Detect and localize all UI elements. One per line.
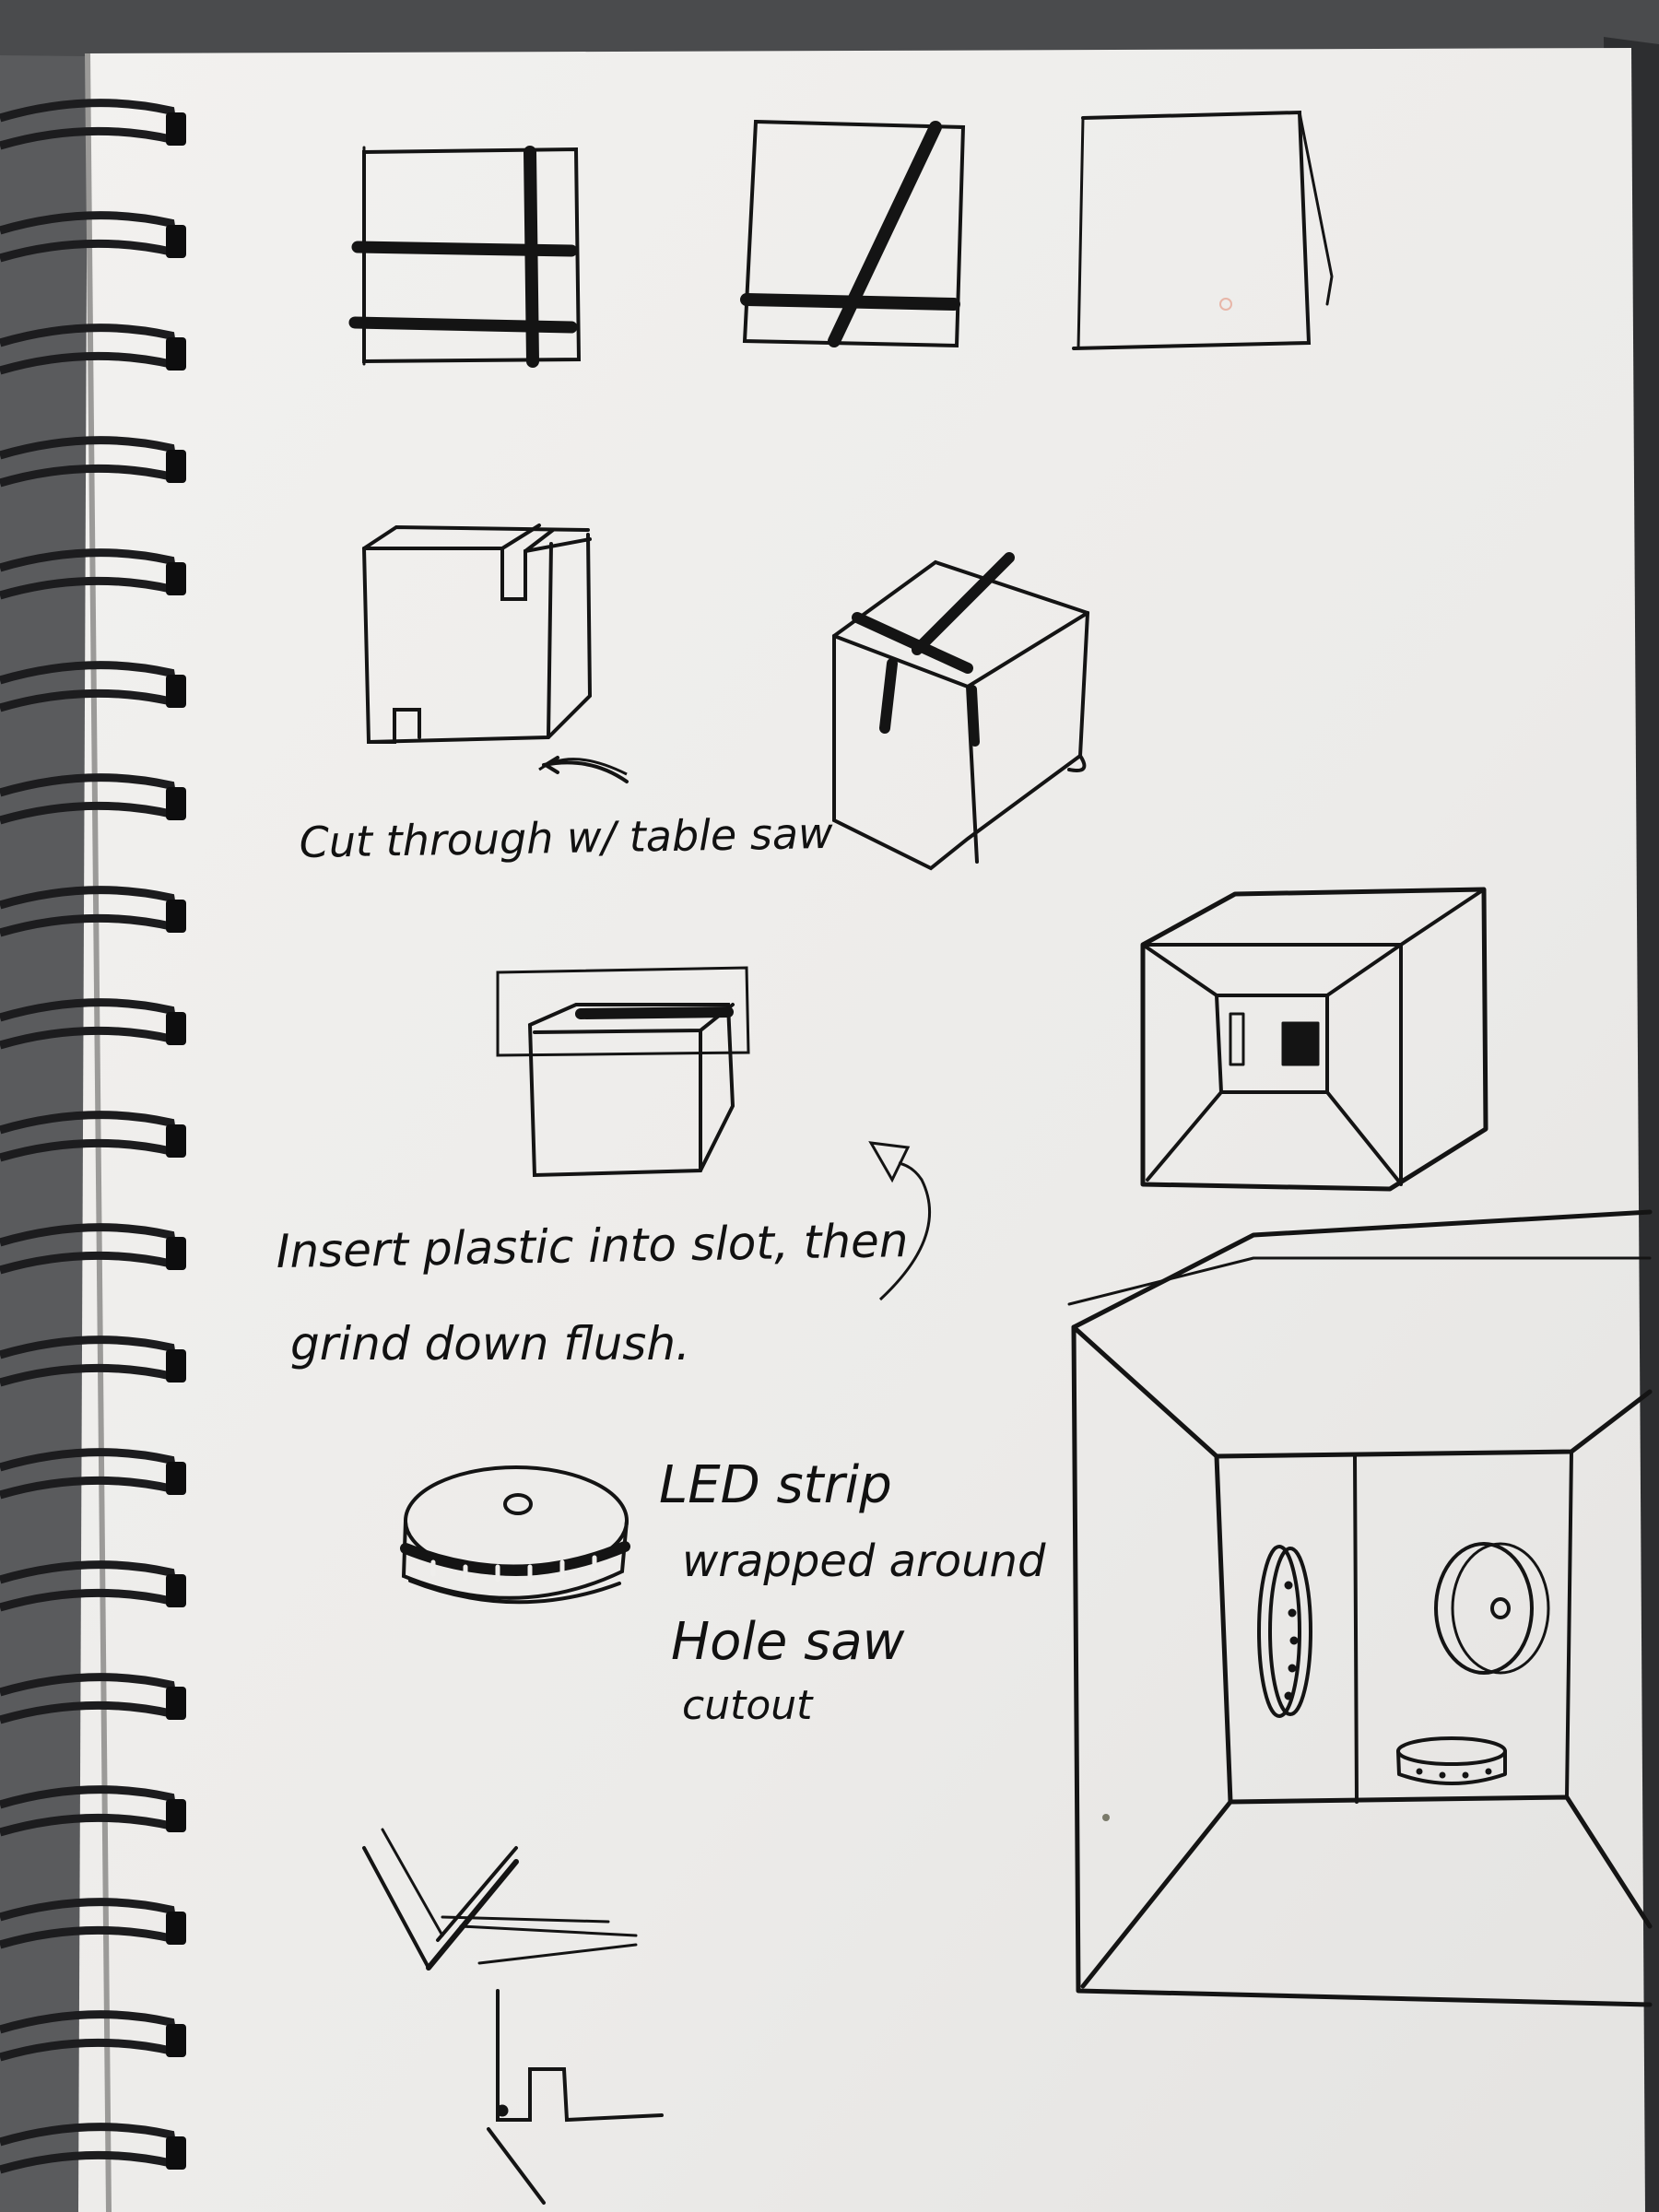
note-led-line4: cutout xyxy=(682,1682,814,1729)
spiral-hole xyxy=(166,787,186,820)
spiral-hole xyxy=(166,337,186,371)
spiral-hole xyxy=(166,450,186,483)
page-fold-line xyxy=(85,53,112,2212)
spiral-hole xyxy=(166,1912,186,1945)
note-cut-through: Cut through w/ table saw xyxy=(299,808,833,867)
note-insert-line1: Insert plastic into slot, then xyxy=(276,1214,909,1278)
note-led-line1: LED strip xyxy=(659,1455,892,1515)
perspective-room-large xyxy=(1067,1209,1653,2007)
spiral-hole xyxy=(166,900,186,933)
note-arrow-insert xyxy=(878,1161,932,1301)
taped-cube-sketch xyxy=(832,552,1090,871)
spiral-hole xyxy=(166,2024,186,2057)
spiral-hole xyxy=(166,1349,186,1382)
spiral-hole xyxy=(166,562,186,595)
spiral-hole xyxy=(166,1124,186,1158)
slot-block-sketch xyxy=(496,966,750,1178)
note-arrow-cut xyxy=(538,758,628,776)
perspective-room-small xyxy=(1140,887,1488,1192)
square-sketch-1 xyxy=(348,146,582,368)
led-puck-sketch xyxy=(400,1465,630,1605)
spiral-hole xyxy=(166,1237,186,1270)
note-insert-line2: grind down flush. xyxy=(290,1317,690,1371)
note-led-line2: wrapped around xyxy=(682,1535,1046,1587)
square-sketch-2 xyxy=(740,119,966,348)
sketch-page xyxy=(78,48,1645,2212)
spiral-hole xyxy=(166,112,186,146)
spiral-hole xyxy=(166,1799,186,1832)
spiral-hole xyxy=(166,2136,186,2170)
note-led-line3: Hole saw xyxy=(671,1612,905,1672)
spiral-hole xyxy=(166,675,186,708)
joint-detail-sketch xyxy=(362,1828,664,2205)
spiral-hole xyxy=(166,1687,186,1720)
spiral-binding xyxy=(0,99,186,2174)
square-sketch-3 xyxy=(1072,110,1334,350)
spiral-hole xyxy=(166,1462,186,1495)
spiral-hole xyxy=(166,1574,186,1607)
spiral-hole xyxy=(166,1012,186,1045)
spiral-hole xyxy=(166,225,186,258)
